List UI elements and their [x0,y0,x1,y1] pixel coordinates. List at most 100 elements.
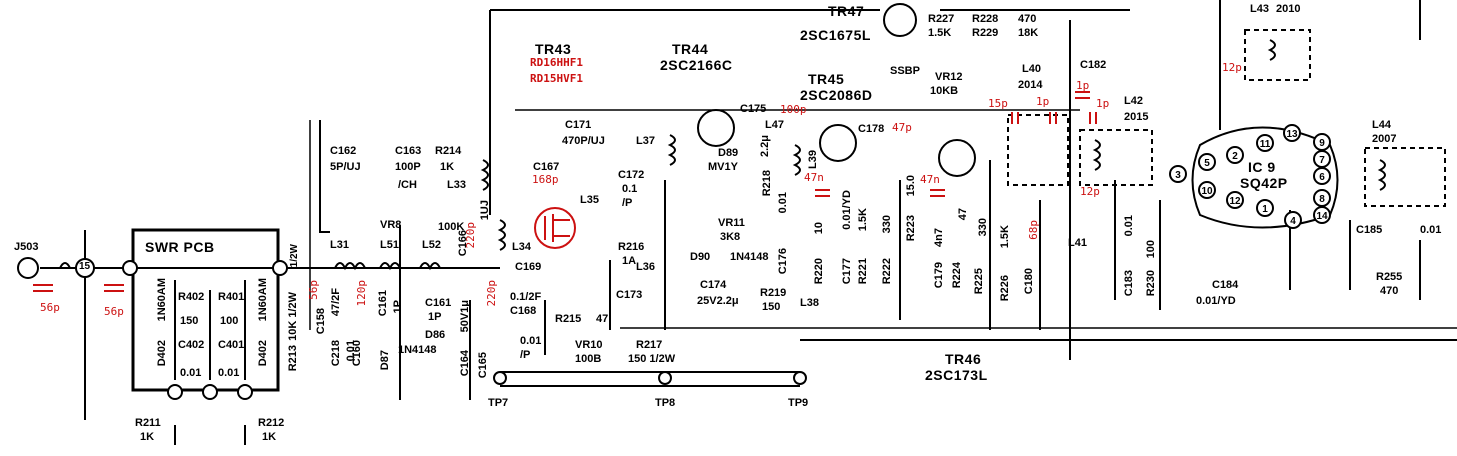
d90-label: D90 [690,251,711,263]
l43-box [1244,29,1311,81]
r401-label: R401 [218,291,245,303]
l44-coil [1377,159,1386,191]
c164-label: C164 [459,350,471,377]
note-12p-1: 12p [1222,61,1242,74]
r212-value: 1K [262,431,277,443]
tr43-symbol [534,207,576,249]
ic9-pin-4 [1284,211,1302,229]
r220-value: 10 [813,222,825,235]
l52-label: L52 [422,239,441,251]
tr43-part1: RD16HHF1 [530,56,583,69]
l47-value: 2.2μ [759,135,771,158]
tr44-name: TR44 [672,41,709,57]
r222-label: R222 [881,258,893,285]
vr12-value: 10KB [930,85,959,97]
c168-type: /P [520,349,531,361]
c172-value: 0.1 [622,183,638,195]
note-168p: 168p [532,173,559,186]
l37-label: L37 [636,135,655,147]
c184-label: C184 [1212,279,1239,291]
tr46-part: 2SC173L [925,367,988,383]
c163-value: 100P [395,161,421,173]
l34-label: L34 [512,241,531,253]
ic9-pin-label-12: 12 [1229,196,1241,207]
tp7-label: TP7 [488,397,509,409]
l39-coil [792,144,801,176]
tp8-label: TP8 [655,397,676,409]
l33-label: L33 [447,179,466,191]
note-47n-1: 47n [804,171,824,184]
ic9-pin-label-10: 10 [1201,186,1213,197]
c218-label: C218 [330,340,342,367]
ic9-part: SQ42P [1240,175,1288,191]
ic9-pin-label-7: 7 [1319,155,1325,166]
c176-value: 0.01 [777,192,789,214]
tp-bus [500,371,800,387]
ic9-pin-9 [1313,133,1331,151]
c158-label: C158 [315,308,327,335]
l42-coil [1092,139,1101,171]
w2-label: 1/2W [289,244,300,268]
c177-label: C177 [841,258,853,285]
r230-value: 100 [1145,240,1157,259]
c168-label: C168 [510,305,537,317]
c162-value: 5P/UJ [330,161,361,173]
r222-value: 330 [881,215,893,234]
r223-label: R223 [905,215,917,242]
r214-value: 1K [440,161,455,173]
c182-label: C182 [1080,59,1107,71]
r217-value: 150 1/2W [628,353,676,365]
l43-label: L43 [1250,3,1269,15]
note-15p: 15p [988,97,1008,110]
l36-label: L36 [636,261,655,273]
ic9-pin-14 [1313,206,1331,224]
note-1p-1: 1p [1036,95,1050,108]
l42-box [1079,129,1153,186]
l40-value: 2014 [1018,79,1043,91]
r212-label: R212 [258,417,285,429]
ic9-pin-label-13: 13 [1286,129,1298,140]
c160-label: C160 [351,340,363,367]
l35-label: L35 [580,194,599,206]
l31-coil [334,262,366,271]
vr8-value: 100K [438,221,465,233]
l39-label: L39 [807,150,819,169]
r224-value: 47 [957,208,969,221]
r225-value: 330 [977,218,989,237]
d402b-value: 1N60AM [257,278,269,322]
r401-value: 100 [220,315,239,327]
tr44-symbol [697,109,735,147]
c167-label: C167 [533,161,560,173]
l51-label: L51 [380,239,399,251]
ic9-pin-label-5: 5 [1204,158,1210,169]
l42-label: L42 [1124,95,1143,107]
ic9-pin-1 [1256,199,1274,217]
l44-box [1364,147,1446,207]
pin15-label: 15 [79,261,91,272]
c163-label: C163 [395,145,422,157]
r211-label: R211 [135,417,161,429]
d87-label: D87 [379,350,391,371]
r215-label: R215 [555,313,582,325]
c169-label: C169 [515,261,542,273]
pin-15 [75,258,95,278]
c401-label: C401 [218,339,245,351]
note-1p-3: 1p [1096,97,1110,110]
l43-coil [1267,39,1276,61]
ic9-pin-label-9: 9 [1319,138,1325,149]
note-47n-2: 47n [920,173,940,186]
wire [319,120,330,233]
r221-label: R221 [857,258,869,285]
r223-value: 15.0 [905,175,917,197]
tr44-part: 2SC2166C [660,57,733,73]
r228-value: 470 [1018,13,1037,25]
l31-label: L31 [330,239,349,251]
r255-label: R255 [1376,271,1403,283]
note-56p-2: 56p [104,305,124,318]
r402-value: 150 [180,315,199,327]
j503-connector [17,257,39,279]
r219-value: 150 [762,301,781,313]
c173-label: C173 [616,289,643,301]
l51-coil [379,262,401,271]
c161b-value: 1P [428,311,442,323]
